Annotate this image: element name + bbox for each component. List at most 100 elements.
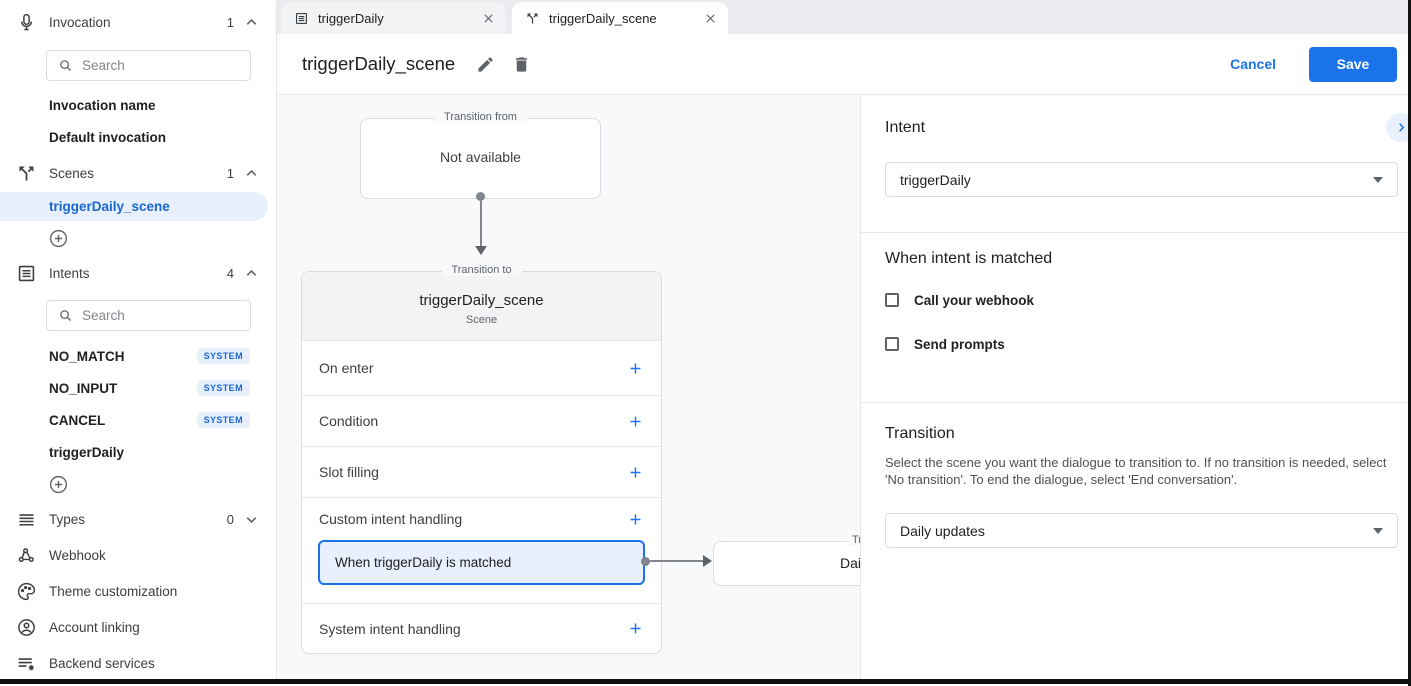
sidebar: Invocation 1 Invocation name Default inv… xyxy=(0,0,277,679)
window-edge-bottom xyxy=(0,679,1411,684)
edit-icon[interactable] xyxy=(476,55,495,74)
invocation-search[interactable] xyxy=(46,50,251,81)
sidebar-section-scenes[interactable]: Scenes 1 xyxy=(0,161,276,185)
delete-icon[interactable] xyxy=(512,55,531,74)
connector-line xyxy=(480,201,482,246)
scene-node-header: triggerDaily_scene Scene xyxy=(302,272,661,341)
section-label: Intents xyxy=(49,265,90,281)
call-webhook-option[interactable]: Call your webhook xyxy=(885,291,1034,309)
link-label: Account linking xyxy=(49,619,140,635)
sidebar-item-cancel[interactable]: CANCEL SYSTEM xyxy=(49,409,260,431)
sidebar-item-no-match[interactable]: NO_MATCH SYSTEM xyxy=(49,345,260,367)
backend-services-icon xyxy=(18,657,35,670)
connector-dot xyxy=(476,192,485,201)
sidebar-item-webhook[interactable]: Webhook xyxy=(0,543,276,567)
row-slot-filling[interactable]: Slot filling xyxy=(302,447,661,498)
transition-from-legend: Transition from xyxy=(434,111,527,123)
scene-icon xyxy=(19,166,34,180)
transition-heading: Transition xyxy=(885,425,955,442)
sidebar-item-triggerdaily-scene[interactable]: triggerDaily_scene xyxy=(0,192,268,221)
row-label: Condition xyxy=(319,413,379,429)
transition-from-box[interactable]: Transition from Not available xyxy=(360,111,601,199)
properties-panel: Intent triggerDaily When intent is match… xyxy=(860,95,1408,679)
types-icon xyxy=(19,513,34,526)
system-badge: SYSTEM xyxy=(196,380,250,396)
tab-triggerdaily[interactable]: triggerDaily xyxy=(281,2,506,34)
link-label: Backend services xyxy=(49,655,155,671)
save-button[interactable]: Save xyxy=(1309,46,1397,82)
row-system-intent-handling[interactable]: System intent handling xyxy=(302,604,661,653)
cancel-button[interactable]: Cancel xyxy=(1230,56,1276,72)
close-icon[interactable] xyxy=(703,11,718,26)
add-intent-button[interactable] xyxy=(48,474,69,495)
sidebar-item-invocation-name[interactable]: Invocation name xyxy=(49,98,156,113)
row-condition[interactable]: Condition xyxy=(302,396,661,447)
transition-target-box[interactable]: Tr Dail xyxy=(713,534,860,586)
sidebar-section-types[interactable]: Types 0 xyxy=(0,507,276,531)
add-icon[interactable] xyxy=(627,620,644,637)
flow-canvas[interactable]: Transition from Not available Transition… xyxy=(277,95,860,679)
transition-select[interactable]: Daily updates xyxy=(885,513,1398,548)
send-prompts-checkbox[interactable] xyxy=(885,337,899,351)
intent-name: CANCEL xyxy=(49,412,106,428)
close-icon[interactable] xyxy=(481,11,496,26)
row-label: On enter xyxy=(319,360,374,376)
link-label: Webhook xyxy=(49,547,106,563)
transition-to-box[interactable]: Transition to triggerDaily_scene Scene O… xyxy=(301,264,662,654)
add-icon[interactable] xyxy=(627,360,644,377)
page-title: triggerDaily_scene xyxy=(302,53,456,74)
chevron-down-icon[interactable] xyxy=(243,511,260,528)
intent-icon xyxy=(18,265,35,281)
add-scene-button[interactable] xyxy=(48,228,69,249)
selected-intent-handler[interactable]: When triggerDaily is matched xyxy=(318,540,645,585)
custom-intent-label-row[interactable]: Custom intent handling xyxy=(302,498,661,540)
invocation-search-input[interactable] xyxy=(82,58,232,73)
tab-triggerdaily-scene[interactable]: triggerDaily_scene xyxy=(512,2,728,34)
row-on-enter[interactable]: On enter xyxy=(302,341,661,396)
sidebar-section-invocation[interactable]: Invocation 1 xyxy=(0,10,276,34)
send-prompts-option[interactable]: Send prompts xyxy=(885,335,1005,353)
intent-select[interactable]: triggerDaily xyxy=(885,162,1398,197)
dropdown-arrow-icon xyxy=(1373,527,1383,534)
sidebar-item-no-input[interactable]: NO_INPUT SYSTEM xyxy=(49,377,260,399)
section-label: Scenes xyxy=(49,165,95,181)
dropdown-arrow-icon xyxy=(1373,176,1383,183)
collapse-panel-button[interactable] xyxy=(1386,113,1408,142)
chevron-right-icon xyxy=(1398,123,1404,132)
chevron-up-icon[interactable] xyxy=(243,265,260,282)
system-badge: SYSTEM xyxy=(196,348,250,364)
section-count: 1 xyxy=(226,14,234,30)
intents-search[interactable] xyxy=(46,300,251,331)
divider xyxy=(861,232,1408,233)
divider xyxy=(861,402,1408,403)
section-count: 1 xyxy=(226,165,234,181)
sidebar-item-triggerdaily[interactable]: triggerDaily xyxy=(49,441,260,463)
scene-node-title: triggerDaily_scene xyxy=(419,292,544,309)
sidebar-item-backend-services[interactable]: Backend services xyxy=(0,651,276,675)
add-icon[interactable] xyxy=(627,511,644,528)
section-count: 0 xyxy=(226,511,234,527)
sidebar-item-account-linking[interactable]: Account linking xyxy=(0,615,276,639)
transition-to-legend: Transition to xyxy=(441,264,522,276)
sidebar-item-theme-customization[interactable]: Theme customization xyxy=(0,579,276,603)
call-webhook-checkbox[interactable] xyxy=(885,293,899,307)
chevron-up-icon[interactable] xyxy=(243,165,260,182)
chevron-up-icon[interactable] xyxy=(243,14,260,31)
add-icon[interactable] xyxy=(627,413,644,430)
sidebar-item-default-invocation[interactable]: Default invocation xyxy=(49,130,167,145)
connector-dot xyxy=(641,557,650,566)
add-icon[interactable] xyxy=(627,464,644,481)
intent-name: NO_INPUT xyxy=(49,380,118,396)
section-label: Types xyxy=(49,511,86,527)
tab-strip: triggerDaily triggerDaily_scene xyxy=(277,0,1408,34)
sidebar-section-intents[interactable]: Intents 4 xyxy=(0,261,276,285)
intent-name: triggerDaily xyxy=(49,444,125,460)
connector-line xyxy=(650,560,703,562)
row-custom-intent-handling: Custom intent handling When triggerDaily… xyxy=(302,498,661,604)
target-legend: Tr xyxy=(847,534,860,546)
intents-search-input[interactable] xyxy=(82,308,232,323)
scene-icon xyxy=(527,13,538,23)
target-text: Dail xyxy=(840,555,860,571)
link-label: Theme customization xyxy=(49,583,178,599)
